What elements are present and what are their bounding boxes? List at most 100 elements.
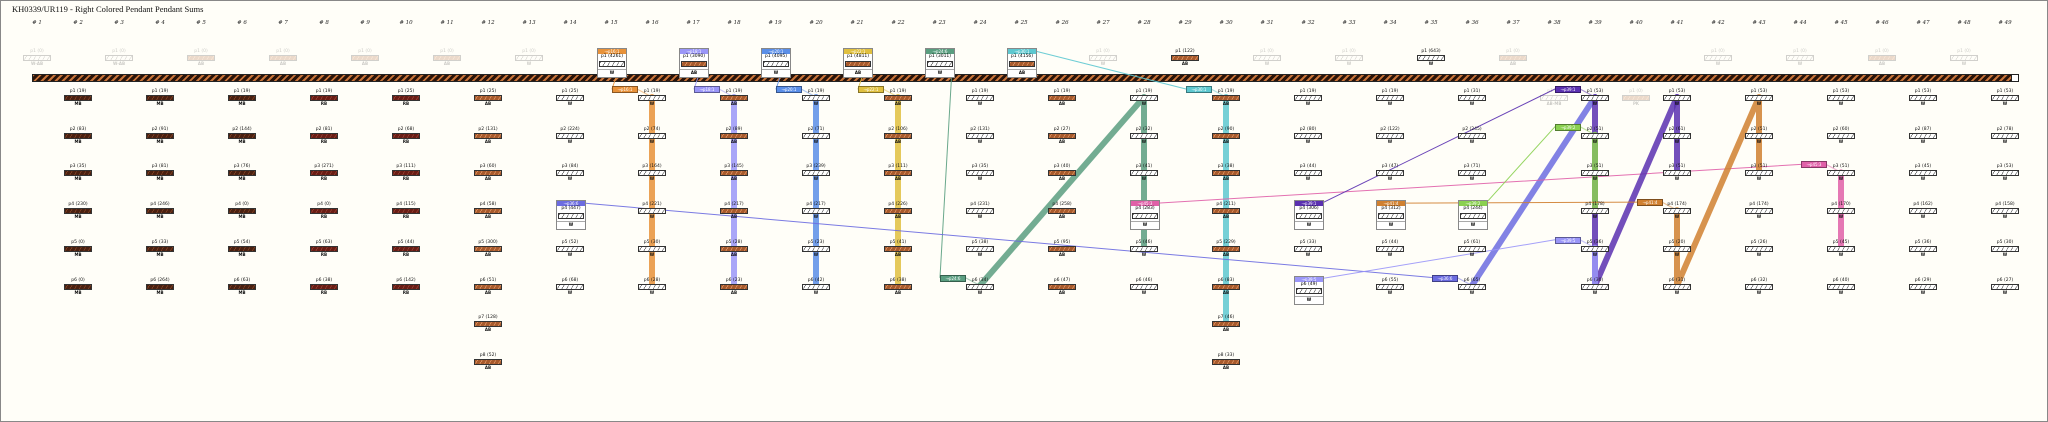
sum-target-tag[interactable]: →p20:1 <box>776 86 802 93</box>
pendant[interactable]: p3 (45)W <box>1909 165 1937 181</box>
pendant[interactable]: p8 (33)AB <box>1212 353 1240 370</box>
pendant[interactable]: p5 (61)W <box>1458 240 1486 257</box>
pendant[interactable]: p2 (81)RB <box>310 127 338 144</box>
pendant[interactable]: p4 (115)RB <box>392 202 420 219</box>
pendant[interactable]: p6 (38)RB <box>310 278 338 295</box>
pendant[interactable]: p3 (271)RB <box>310 165 338 181</box>
pendant[interactable]: p4 (174)W <box>1663 202 1691 219</box>
pendant[interactable]: p2 (51)W <box>1745 127 1773 144</box>
pendant[interactable]: p5 (30)W <box>638 240 666 257</box>
pendant[interactable]: p6 (46)W <box>1130 278 1158 295</box>
pendant[interactable]: p1 (0)AB <box>1868 49 1896 66</box>
pendant[interactable]: p3 (35)MB <box>64 165 92 181</box>
pendant[interactable]: p2 (83)MB <box>64 127 92 144</box>
pendant[interactable]: p2 (61)W <box>1663 127 1691 144</box>
pendant[interactable]: p4 (174)W <box>1745 202 1773 219</box>
pendant[interactable]: p1 (19)W <box>1376 89 1404 106</box>
pendant[interactable]: p5 (20)W <box>1663 240 1691 257</box>
pendant[interactable]: p1 (19)AB <box>1212 89 1240 106</box>
pendant[interactable]: p6 (30)W <box>1581 278 1609 295</box>
pendant[interactable]: p4 (221)W <box>638 202 666 219</box>
pendant[interactable]: p1 (0)W-AB <box>23 49 51 66</box>
pendant[interactable]: p6 (47)AB <box>1048 278 1076 295</box>
pendant[interactable]: p4 (58)AB <box>474 202 502 219</box>
pendant[interactable]: p6 (29)W <box>1909 278 1937 295</box>
pendant[interactable]: p1 (25)RB <box>392 89 420 106</box>
pendant[interactable]: p5 (33)MB <box>146 240 174 257</box>
pendant[interactable]: p3 (111)RB <box>392 165 420 181</box>
pendant[interactable]: p5 (26)W <box>1745 240 1773 257</box>
pendant[interactable]: p5 (41)AB <box>884 240 912 257</box>
pendant[interactable]: p7 (128)AB <box>474 315 502 332</box>
pendant[interactable]: p5 (28)AB <box>720 240 748 257</box>
sum-target-tag[interactable]: →p36:6 <box>1432 274 1458 282</box>
pendant[interactable]: p1 (53)W <box>1581 89 1609 106</box>
pendant[interactable]: p6 (142)RB <box>392 278 420 295</box>
pendant[interactable]: p6 (264)MB <box>146 278 174 295</box>
pendant[interactable]: p3 (40)AB <box>1048 165 1076 181</box>
pendant[interactable]: p7 (46)AB <box>1212 315 1240 332</box>
pendant[interactable]: p3 (51)W <box>1663 165 1691 181</box>
pendant[interactable]: p1 (0)PK <box>1622 89 1650 106</box>
pendant[interactable]: p1 (0)W <box>1335 49 1363 66</box>
pendant[interactable]: p2 (91)MB <box>146 127 174 144</box>
pendant[interactable]: p2 (90)AB <box>1212 127 1240 144</box>
pendant[interactable]: p2 (32)W <box>1130 127 1158 144</box>
pendant[interactable]: p2 (245)W <box>1458 127 1486 144</box>
pendant[interactable]: p1 (53)W <box>1663 89 1691 106</box>
pendant[interactable]: p6 (42)W <box>802 278 830 295</box>
pendant[interactable]: p5 (36)W <box>1581 240 1609 257</box>
pendant[interactable]: p6 (27)W <box>1991 278 2019 295</box>
pendant[interactable]: p4 (231)W <box>966 202 994 219</box>
pendant[interactable]: p6 (23)AB <box>720 278 748 295</box>
pendant[interactable]: p3 (44)W <box>1294 165 1322 181</box>
pendant[interactable]: p3 (51)W <box>1581 165 1609 181</box>
pendant[interactable]: p1 (19)AB <box>1048 89 1076 106</box>
pendant[interactable]: p5 (300)AB <box>474 240 502 257</box>
pendant[interactable]: p2 (87)W <box>1909 127 1937 144</box>
pendant[interactable]: p5 (0)MB <box>64 240 92 257</box>
sum-target-tag[interactable]: →p22:1 <box>858 86 884 93</box>
pendant[interactable]: p1 (0)W <box>1704 49 1732 66</box>
pendant[interactable]: p1 (19)RB <box>310 89 338 106</box>
pendant[interactable]: p2 (131)AB <box>474 127 502 144</box>
pendant[interactable]: p4 (211)AB <box>1212 202 1240 219</box>
pendant[interactable]: p6 (65)W <box>1458 278 1486 295</box>
pendant[interactable]: p1 (19)W <box>638 89 666 106</box>
pendant[interactable]: p1 (0)AB <box>1499 49 1527 66</box>
pendant[interactable]: p6 (31)W <box>1663 278 1691 295</box>
pendant[interactable]: p1 (19)MB <box>146 89 174 106</box>
pendant[interactable]: p5 (33)W <box>1294 240 1322 257</box>
pendant[interactable]: p3 (239)W <box>802 165 830 181</box>
pendant[interactable]: p2 (131)W <box>966 127 994 144</box>
sum-target-tag[interactable]: →p18:1 <box>694 86 720 93</box>
pendant[interactable]: p3 (60)AB <box>474 165 502 181</box>
pendant[interactable]: p1 (19)MB <box>64 89 92 106</box>
pendant[interactable]: p1 (0)W <box>1089 49 1117 66</box>
pendant[interactable]: p6 (68)W <box>556 278 584 295</box>
pendant[interactable]: p4 (0)RB <box>310 202 338 219</box>
pendant[interactable]: p1 (122)AB <box>1171 49 1199 66</box>
pendant[interactable]: p2 (80)W <box>1294 127 1322 144</box>
pendant[interactable]: p5 (229)AB <box>1212 240 1240 257</box>
pendant[interactable]: p4 (158)W <box>1991 202 2019 219</box>
sum-target-tag[interactable]: →p39:1 <box>1555 86 1581 93</box>
sum-target-tag[interactable]: →p39:2 <box>1555 123 1581 131</box>
pendant[interactable]: p4 (217)AB <box>720 202 748 219</box>
pendant[interactable]: p1 (31)W <box>1458 89 1486 106</box>
pendant[interactable]: p1 (19)W <box>966 89 994 106</box>
pendant[interactable]: p5 (95)AB <box>1048 240 1076 257</box>
pendant[interactable]: p5 (23)W <box>802 240 830 257</box>
pendant[interactable]: p1 (0)W-AB <box>105 49 133 66</box>
pendant[interactable]: p3 (164)W <box>638 165 666 181</box>
pendant[interactable]: p1 (19)MB <box>228 89 256 106</box>
pendant[interactable]: p5 (63)RB <box>310 240 338 257</box>
pendant[interactable]: p3 (71)W <box>1458 165 1486 181</box>
